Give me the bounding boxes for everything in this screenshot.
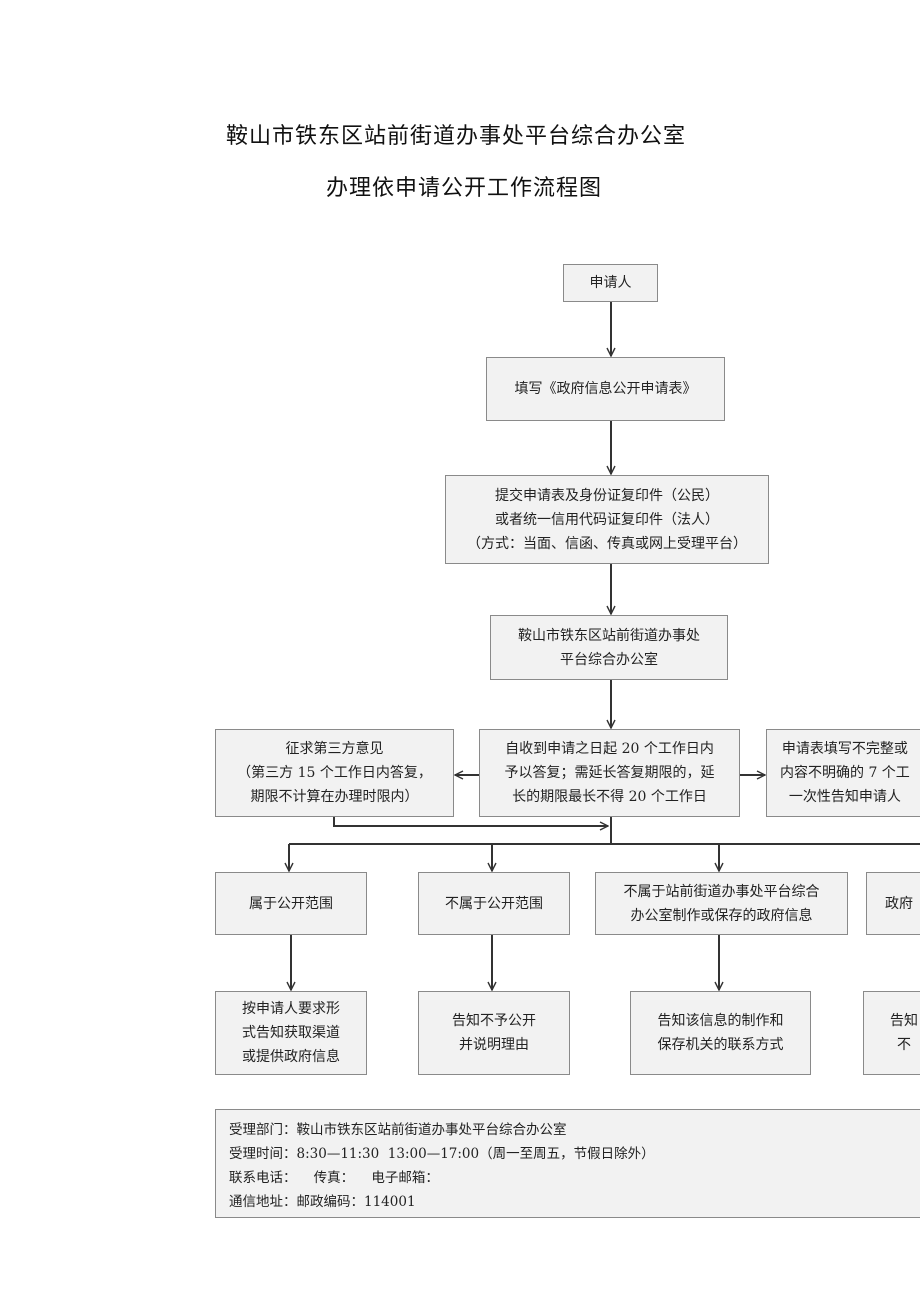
- fill-form-box: 填写《政府信息公开申请表》: [486, 357, 725, 421]
- category-not-owned-box: 不属于站前街道办事处平台综合 办公室制作或保存的政府信息: [595, 872, 848, 935]
- result-nonexistent-label: 告知 不: [890, 1013, 918, 1053]
- result-not-owned-box: 告知该信息的制作和 保存机关的联系方式: [630, 991, 811, 1075]
- category-not-owned-label: 不属于站前街道办事处平台综合 办公室制作或保存的政府信息: [623, 883, 820, 924]
- page-subtitle: 办理依申请公开工作流程图: [325, 176, 602, 201]
- category-nonexistent-box: 政府: [866, 872, 920, 935]
- result-not-public-box: 告知不予公开 并说明理由: [418, 991, 570, 1075]
- result-public-box: 按申请人要求形 式告知获取渠道 或提供政府信息: [215, 991, 367, 1075]
- applicant-label: 申请人: [589, 275, 632, 291]
- office-box: 鞍山市铁东区站前街道办事处 平台综合办公室: [490, 615, 728, 680]
- result-nonexistent-box: 告知 不: [863, 991, 920, 1075]
- info-department: 受理部门：鞍山市铁东区站前街道办事处平台综合办公室: [229, 1122, 567, 1138]
- result-public-label: 按申请人要求形 式告知获取渠道 或提供政府信息: [242, 1001, 340, 1065]
- office-label: 鞍山市铁东区站前街道办事处 平台综合办公室: [518, 627, 700, 668]
- info-address: 通信地址：邮政编码：114001: [229, 1194, 416, 1210]
- applicant-box: 申请人: [563, 264, 658, 302]
- arrow-third-party-back: [333, 816, 608, 826]
- category-not-public-label: 不属于公开范围: [445, 895, 543, 912]
- submit-label: 提交申请表及身份证复印件（公民） 或者统一信用代码证复印件（法人） （方式：当面…: [467, 487, 747, 552]
- category-public-box: 属于公开范围: [215, 872, 367, 935]
- submit-box: 提交申请表及身份证复印件（公民） 或者统一信用代码证复印件（法人） （方式：当面…: [445, 475, 769, 564]
- third-party-box: 征求第三方意见 （第三方 15 个工作日内答复， 期限不计算在办理时限内）: [215, 729, 454, 817]
- fill-form-label: 填写《政府信息公开申请表》: [514, 381, 697, 397]
- reply-box: 自收到申请之日起 20 个工作日内 予以答复；需延长答复期限的，延 长的期限最长…: [479, 729, 740, 817]
- result-not-public-label: 告知不予公开 并说明理由: [452, 1013, 536, 1053]
- category-not-public-box: 不属于公开范围: [418, 872, 570, 935]
- result-not-owned-label: 告知该信息的制作和 保存机关的联系方式: [657, 1013, 784, 1053]
- incomplete-label: 申请表填写不完整或 内容不明确的 7 个工 一次性告知申请人: [780, 741, 910, 805]
- page-title: 鞍山市铁东区站前街道办事处平台综合办公室: [225, 124, 686, 149]
- incomplete-box: 申请表填写不完整或 内容不明确的 7 个工 一次性告知申请人: [766, 729, 920, 817]
- third-party-label: 征求第三方意见 （第三方 15 个工作日内答复， 期限不计算在办理时限内）: [237, 741, 432, 805]
- category-public-label: 属于公开范围: [249, 895, 333, 912]
- category-nonexistent-label: 政府: [885, 895, 913, 912]
- reply-label: 自收到申请之日起 20 个工作日内 予以答复；需延长答复期限的，延 长的期限最长…: [504, 741, 715, 805]
- contact-info-box: 受理部门：鞍山市铁东区站前街道办事处平台综合办公室 受理时间：8:30—11:3…: [215, 1109, 920, 1218]
- info-contact: 联系电话： 传真： 电子邮箱：: [229, 1170, 439, 1186]
- info-hours: 受理时间：8:30—11:30 13:00—17:00（周一至周五，节假日除外）: [229, 1146, 655, 1162]
